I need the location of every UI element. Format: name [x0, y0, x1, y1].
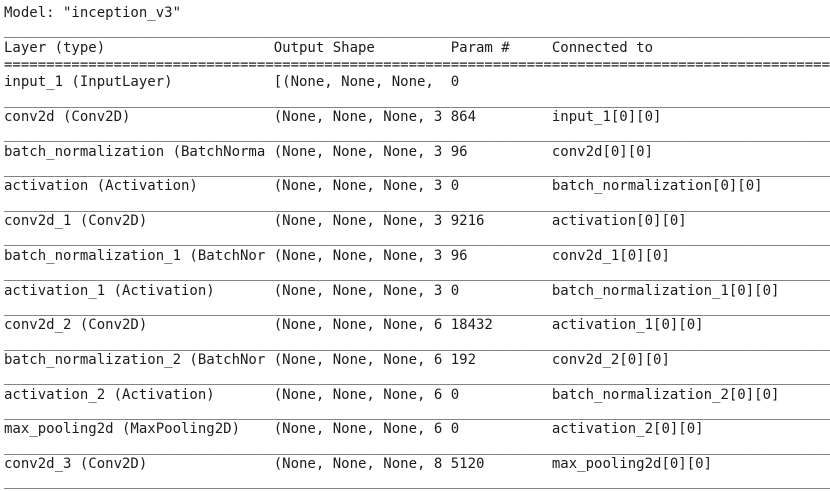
top-rule: ________________________________________… [4, 22, 830, 39]
summary-row: conv2d (Conv2D) (None, None, None, 3 864… [4, 109, 662, 126]
summary-row: batch_normalization (BatchNorma (None, N… [4, 143, 654, 160]
row-rule: ________________________________________… [4, 473, 830, 490]
summary-row: conv2d_1 (Conv2D) (None, None, None, 3 9… [4, 213, 687, 230]
row-rule: ________________________________________… [4, 91, 830, 108]
row-rule: ________________________________________… [4, 126, 830, 143]
summary-row: batch_normalization_2 (BatchNor (None, N… [4, 351, 670, 368]
row-rule: ________________________________________… [4, 334, 830, 351]
row-rule: ________________________________________… [4, 195, 830, 212]
summary-row: activation (Activation) (None, None, Non… [4, 178, 763, 195]
row-rule: ________________________________________… [4, 230, 830, 247]
summary-row: batch_normalization_1 (BatchNor (None, N… [4, 247, 670, 264]
row-rule: ________________________________________… [4, 265, 830, 282]
model-title: Model: "inception_v3" [4, 5, 182, 21]
row-rule: ________________________________________… [4, 438, 830, 455]
summary-table: ________________________________________… [4, 22, 830, 490]
summary-row: input_1 (InputLayer) [(None, None, None,… [4, 74, 552, 91]
summary-row: activation_1 (Activation) (None, None, N… [4, 282, 780, 299]
summary-row: conv2d_2 (Conv2D) (None, None, None, 6 1… [4, 317, 704, 334]
summary-row: conv2d_3 (Conv2D) (None, None, None, 8 5… [4, 455, 713, 472]
header-row: Layer (type) Output Shape Param # Connec… [4, 39, 654, 56]
row-rule: ________________________________________… [4, 369, 830, 386]
summary-row: max_pooling2d (MaxPooling2D) (None, None… [4, 421, 704, 438]
header-rule: ========================================… [4, 57, 830, 74]
summary-row: activation_2 (Activation) (None, None, N… [4, 386, 780, 403]
row-rule: ________________________________________… [4, 161, 830, 178]
row-rule: ________________________________________… [4, 299, 830, 316]
row-rule: ________________________________________… [4, 403, 830, 420]
